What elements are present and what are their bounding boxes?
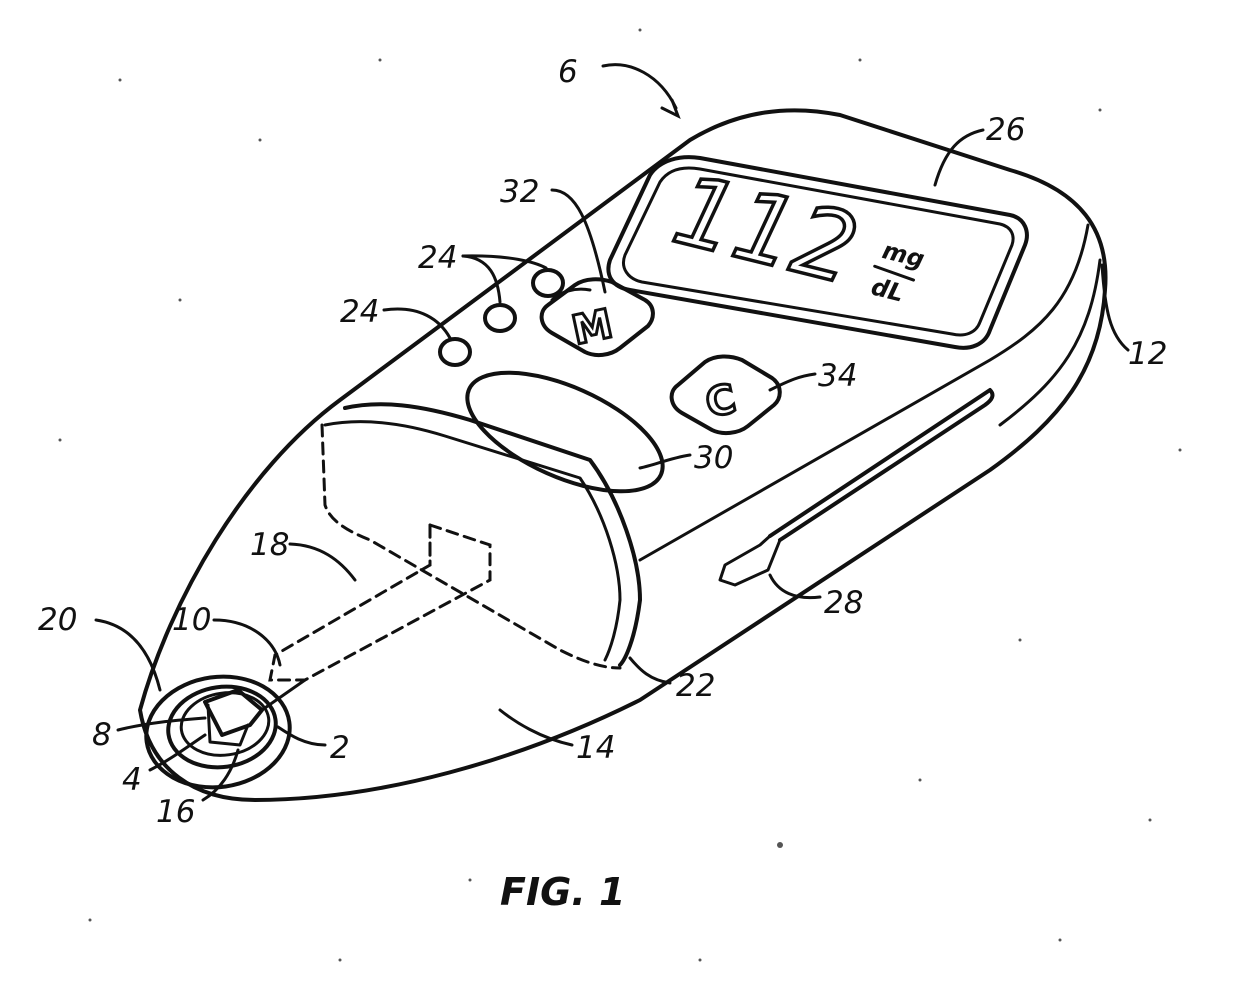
ref-24a: 24 xyxy=(418,240,457,276)
end-cap-seam-inner xyxy=(325,422,620,660)
ref-28: 28 xyxy=(824,585,863,621)
figure-caption: FIG. 1 xyxy=(500,870,625,914)
ref-8: 8 xyxy=(92,717,112,753)
internal-cavity-dashed xyxy=(322,425,620,668)
ref-22: 22 xyxy=(676,668,715,704)
indicator-led xyxy=(485,305,515,331)
ref-14: 14 xyxy=(576,730,615,766)
ref-2: 2 xyxy=(330,730,350,766)
meter-device: 112 mg dL M C xyxy=(139,110,1105,800)
test-strip-dashed xyxy=(270,525,490,680)
ref-10: 10 xyxy=(172,602,211,638)
glucose-reading: 112 mg dL xyxy=(663,153,935,323)
indicator-led xyxy=(533,270,563,296)
ref-12: 12 xyxy=(1128,336,1167,372)
ref-30: 30 xyxy=(694,440,733,476)
oval-button xyxy=(451,348,679,516)
clear-button: C xyxy=(672,356,780,433)
sensor-opening xyxy=(139,668,305,797)
ref-6: 6 xyxy=(558,54,578,90)
clear-key-label: C xyxy=(702,376,740,427)
end-cap-seam xyxy=(345,404,640,665)
reading-value: 112 xyxy=(663,153,868,306)
ref-4: 4 xyxy=(122,762,142,798)
ref-18: 18 xyxy=(250,527,289,563)
reading-unit-top: mg xyxy=(880,236,928,273)
ref-24b: 24 xyxy=(340,294,379,330)
ref-34: 34 xyxy=(818,358,857,394)
scan-speckle xyxy=(59,29,1182,962)
housing-outline xyxy=(140,110,1106,800)
reading-unit-bottom: dL xyxy=(868,273,906,308)
indicator-led xyxy=(440,339,470,365)
ref-20: 20 xyxy=(38,602,77,638)
ref-26: 26 xyxy=(986,112,1025,148)
ref-32: 32 xyxy=(500,174,539,210)
memory-key-label: M xyxy=(568,301,617,354)
ref-16: 16 xyxy=(156,794,195,830)
